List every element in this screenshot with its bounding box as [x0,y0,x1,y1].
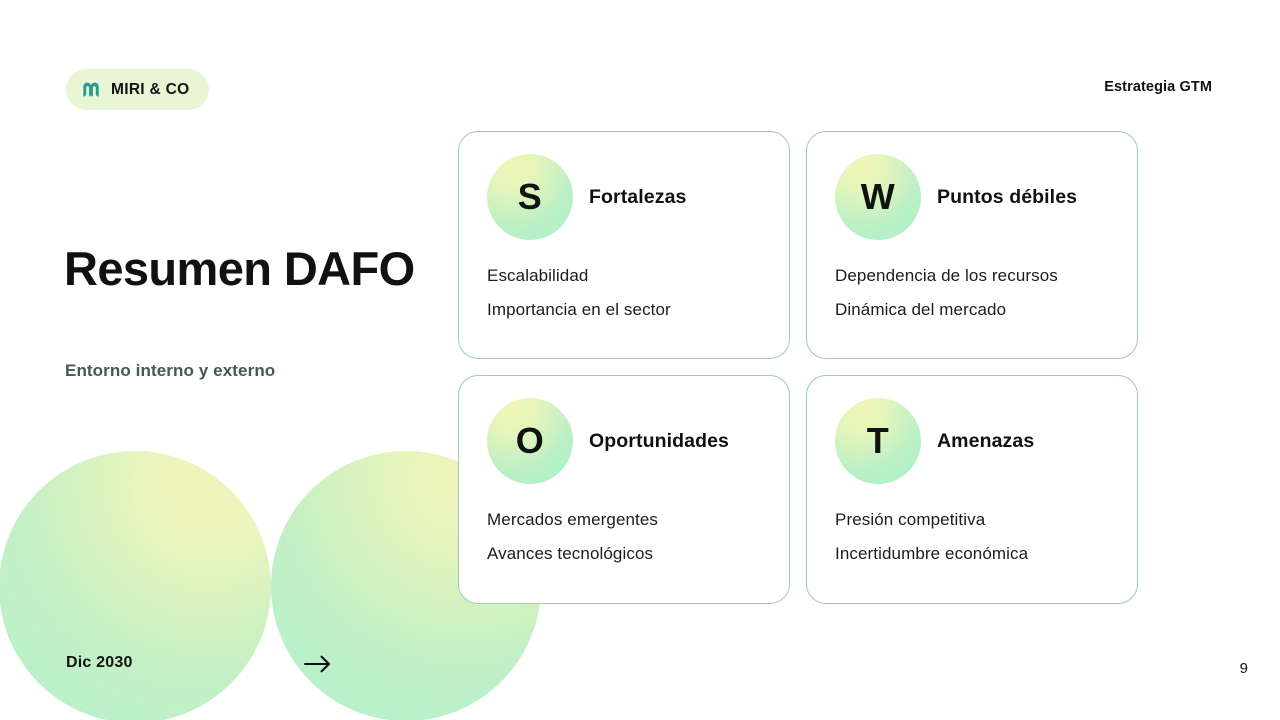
swot-point: Dinámica del mercado [835,300,1007,320]
swot-point-list: Escalabilidad Importancia en el sector [487,262,761,324]
swot-card-title: Fortalezas [589,185,687,208]
slide-date: Dic 2030 [66,654,133,671]
swot-point-list: Dependencia de los recursos Dinámica del… [835,262,1109,324]
swot-card-header: O Oportunidades [487,398,761,484]
arrow-right-icon[interactable] [303,651,333,677]
swot-card-threats[interactable]: T Amenazas Presión competitiva Incertidu… [806,375,1138,604]
swot-point: Presión competitiva [835,510,986,529]
page-subtitle: Entorno interno y externo [65,361,276,380]
swot-letter-badge: T [835,398,921,484]
swot-card-header: W Puntos débiles [835,154,1109,240]
swot-card-weaknesses[interactable]: W Puntos débiles Dependencia de los recu… [806,131,1138,359]
swot-point-list: Presión competitiva Incertidumbre económ… [835,506,1109,568]
swot-point-list: Mercados emergentes Avances tecnológicos [487,506,761,568]
decorative-circle-large-left [0,451,271,720]
swot-card-header: T Amenazas [835,398,1109,484]
header-right-label: Estrategia GTM [1104,79,1212,95]
swot-letter-badge: O [487,398,573,484]
brand-logo[interactable]: MIRI & CO [66,69,210,110]
swot-letter-badge: S [487,154,573,240]
swot-card-title: Oportunidades [589,429,729,452]
swot-letter: T [866,420,890,461]
swot-point: Mercados emergentes [487,510,659,529]
brand-logo-label: MIRI & CO [111,80,190,98]
swot-letter-badge: W [835,154,921,240]
swot-point: Avances tecnológicos [487,544,654,564]
swot-card-strengths[interactable]: S Fortalezas Escalabilidad Importancia e… [458,131,790,359]
page-title: Resumen DAFO [64,242,415,296]
swot-point: Importancia en el sector [487,300,671,320]
swot-point: Escalabilidad [487,266,589,285]
swot-card-title: Puntos débiles [937,185,1078,208]
m-monogram-icon [83,82,99,97]
swot-card-opportunities[interactable]: O Oportunidades Mercados emergentes Avan… [458,375,790,604]
swot-letter: O [515,420,545,461]
swot-grid: S Fortalezas Escalabilidad Importancia e… [458,131,1138,604]
swot-point: Dependencia de los recursos [835,266,1058,285]
swot-card-header: S Fortalezas [487,154,761,240]
swot-card-title: Amenazas [937,429,1035,452]
swot-letter: W [860,176,896,217]
page-number: 9 [1239,660,1248,677]
swot-letter: S [517,176,543,217]
swot-point: Incertidumbre económica [835,544,1029,564]
